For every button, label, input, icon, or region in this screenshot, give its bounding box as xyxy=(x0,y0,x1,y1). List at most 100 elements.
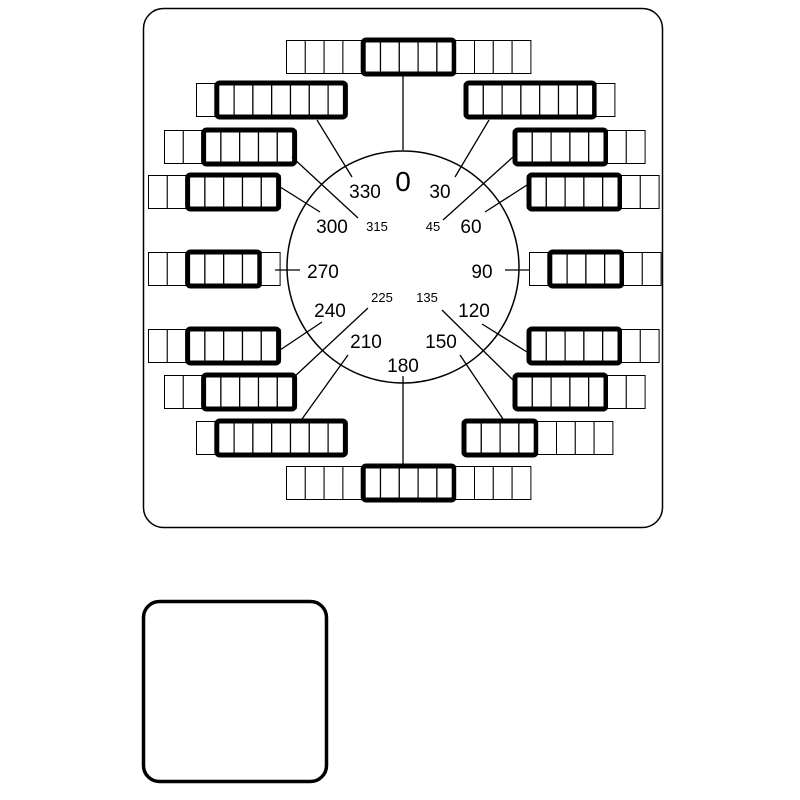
closed-contact-cell xyxy=(252,82,273,118)
closed-contact-cell xyxy=(564,328,585,364)
angle-label-240: 240 xyxy=(314,301,346,322)
closed-contact-cell xyxy=(241,328,262,364)
active-contact-frame xyxy=(185,172,282,212)
leader-line-240 xyxy=(276,321,323,353)
contact-strip-240 xyxy=(148,326,282,366)
closed-contact-cell xyxy=(223,251,244,287)
closed-contact-cell xyxy=(531,374,552,410)
closed-contact-cell xyxy=(233,82,254,118)
contact-strip-45 xyxy=(512,127,646,167)
closed-contact-cell xyxy=(257,374,278,410)
open-contact-cell xyxy=(641,252,662,286)
open-contact-cell xyxy=(323,40,344,74)
open-contact-cell xyxy=(511,466,532,500)
active-contact-frame xyxy=(547,249,625,289)
closed-contact-cell xyxy=(223,328,244,364)
open-contact-cell xyxy=(621,329,641,363)
angle-label-225: 225 xyxy=(371,290,393,305)
leader-line-330 xyxy=(316,119,353,178)
active-contact-frame xyxy=(185,249,263,289)
active-contact-frame xyxy=(526,326,623,366)
leader-line-150 xyxy=(459,354,504,420)
open-contact-cell xyxy=(623,252,643,286)
open-contact-cell xyxy=(639,175,660,209)
open-contact-cell xyxy=(286,40,306,74)
leader-line-300 xyxy=(276,184,321,213)
closed-contact-cell xyxy=(583,328,604,364)
open-contact-cell xyxy=(166,175,187,209)
closed-contact-cell xyxy=(398,465,419,501)
contact-strip-30 xyxy=(463,80,616,120)
open-contact-cell xyxy=(304,40,325,74)
open-contact-cell xyxy=(182,130,203,164)
contact-strip-180 xyxy=(286,463,532,503)
leader-line-135 xyxy=(441,309,514,381)
diagram-frame xyxy=(142,7,664,529)
closed-contact-cell xyxy=(204,251,225,287)
closed-contact-cell xyxy=(545,174,566,210)
open-contact-cell xyxy=(607,375,627,409)
contact-strip-330 xyxy=(196,80,348,120)
contact-strip-120 xyxy=(526,326,660,366)
open-contact-cell xyxy=(537,421,558,455)
open-contact-cell xyxy=(455,466,476,500)
active-contact-frame xyxy=(360,463,457,503)
closed-contact-cell xyxy=(480,420,501,456)
open-contact-cell xyxy=(556,421,576,455)
closed-contact-cell xyxy=(233,420,254,456)
contact-strip-300 xyxy=(148,172,282,212)
contact-strip-150 xyxy=(461,418,614,458)
active-contact-frame xyxy=(201,127,298,167)
active-contact-frame xyxy=(512,372,609,412)
closed-contact-cell xyxy=(223,174,244,210)
angle-label-135: 135 xyxy=(416,290,438,305)
closed-contact-cell xyxy=(289,420,310,456)
open-contact-cell xyxy=(474,40,494,74)
closed-contact-cell xyxy=(220,129,241,165)
closed-contact-cell xyxy=(252,420,273,456)
open-contact-cell xyxy=(166,252,187,286)
open-contact-cell xyxy=(148,175,168,209)
contact-strip-0 xyxy=(286,37,532,77)
closed-contact-cell xyxy=(585,251,606,287)
open-contact-cell xyxy=(342,40,363,74)
closed-contact-cell xyxy=(271,82,292,118)
angle-label-0: 0 xyxy=(395,166,411,197)
open-contact-cell xyxy=(166,329,187,363)
open-contact-cell xyxy=(196,83,216,117)
angle-label-60: 60 xyxy=(460,217,481,238)
open-contact-cell xyxy=(607,130,627,164)
open-contact-cell xyxy=(196,421,216,455)
closed-contact-cell xyxy=(539,82,560,118)
angle-label-120: 120 xyxy=(458,301,490,322)
open-contact-cell xyxy=(492,40,513,74)
closed-contact-cell xyxy=(569,129,590,165)
closed-contact-cell xyxy=(550,129,571,165)
closed-contact-cell xyxy=(239,374,260,410)
closed-contact-cell xyxy=(499,420,520,456)
open-contact-cell xyxy=(286,466,306,500)
active-contact-frame xyxy=(201,372,298,412)
open-contact-cell xyxy=(492,466,513,500)
closed-contact-cell xyxy=(566,251,587,287)
open-contact-cell xyxy=(455,40,476,74)
contact-strip-225 xyxy=(164,372,298,412)
leader-line-60 xyxy=(484,184,528,213)
closed-contact-cell xyxy=(239,129,260,165)
closed-contact-cell xyxy=(531,129,552,165)
contact-strip-315 xyxy=(164,127,298,167)
contact-strip-270 xyxy=(148,249,281,289)
open-contact-cell xyxy=(323,466,344,500)
active-contact-frame xyxy=(185,326,282,366)
open-contact-cell xyxy=(625,130,646,164)
closed-contact-cell xyxy=(220,374,241,410)
closed-contact-cell xyxy=(308,82,329,118)
open-contact-cell xyxy=(182,375,203,409)
leader-line-45 xyxy=(442,156,514,221)
closed-contact-cell xyxy=(417,465,438,501)
leader-line-120 xyxy=(481,323,528,353)
closed-contact-cell xyxy=(557,82,578,118)
closed-contact-cell xyxy=(204,328,225,364)
active-contact-frame xyxy=(463,80,598,120)
contact-strip-90 xyxy=(529,249,662,289)
